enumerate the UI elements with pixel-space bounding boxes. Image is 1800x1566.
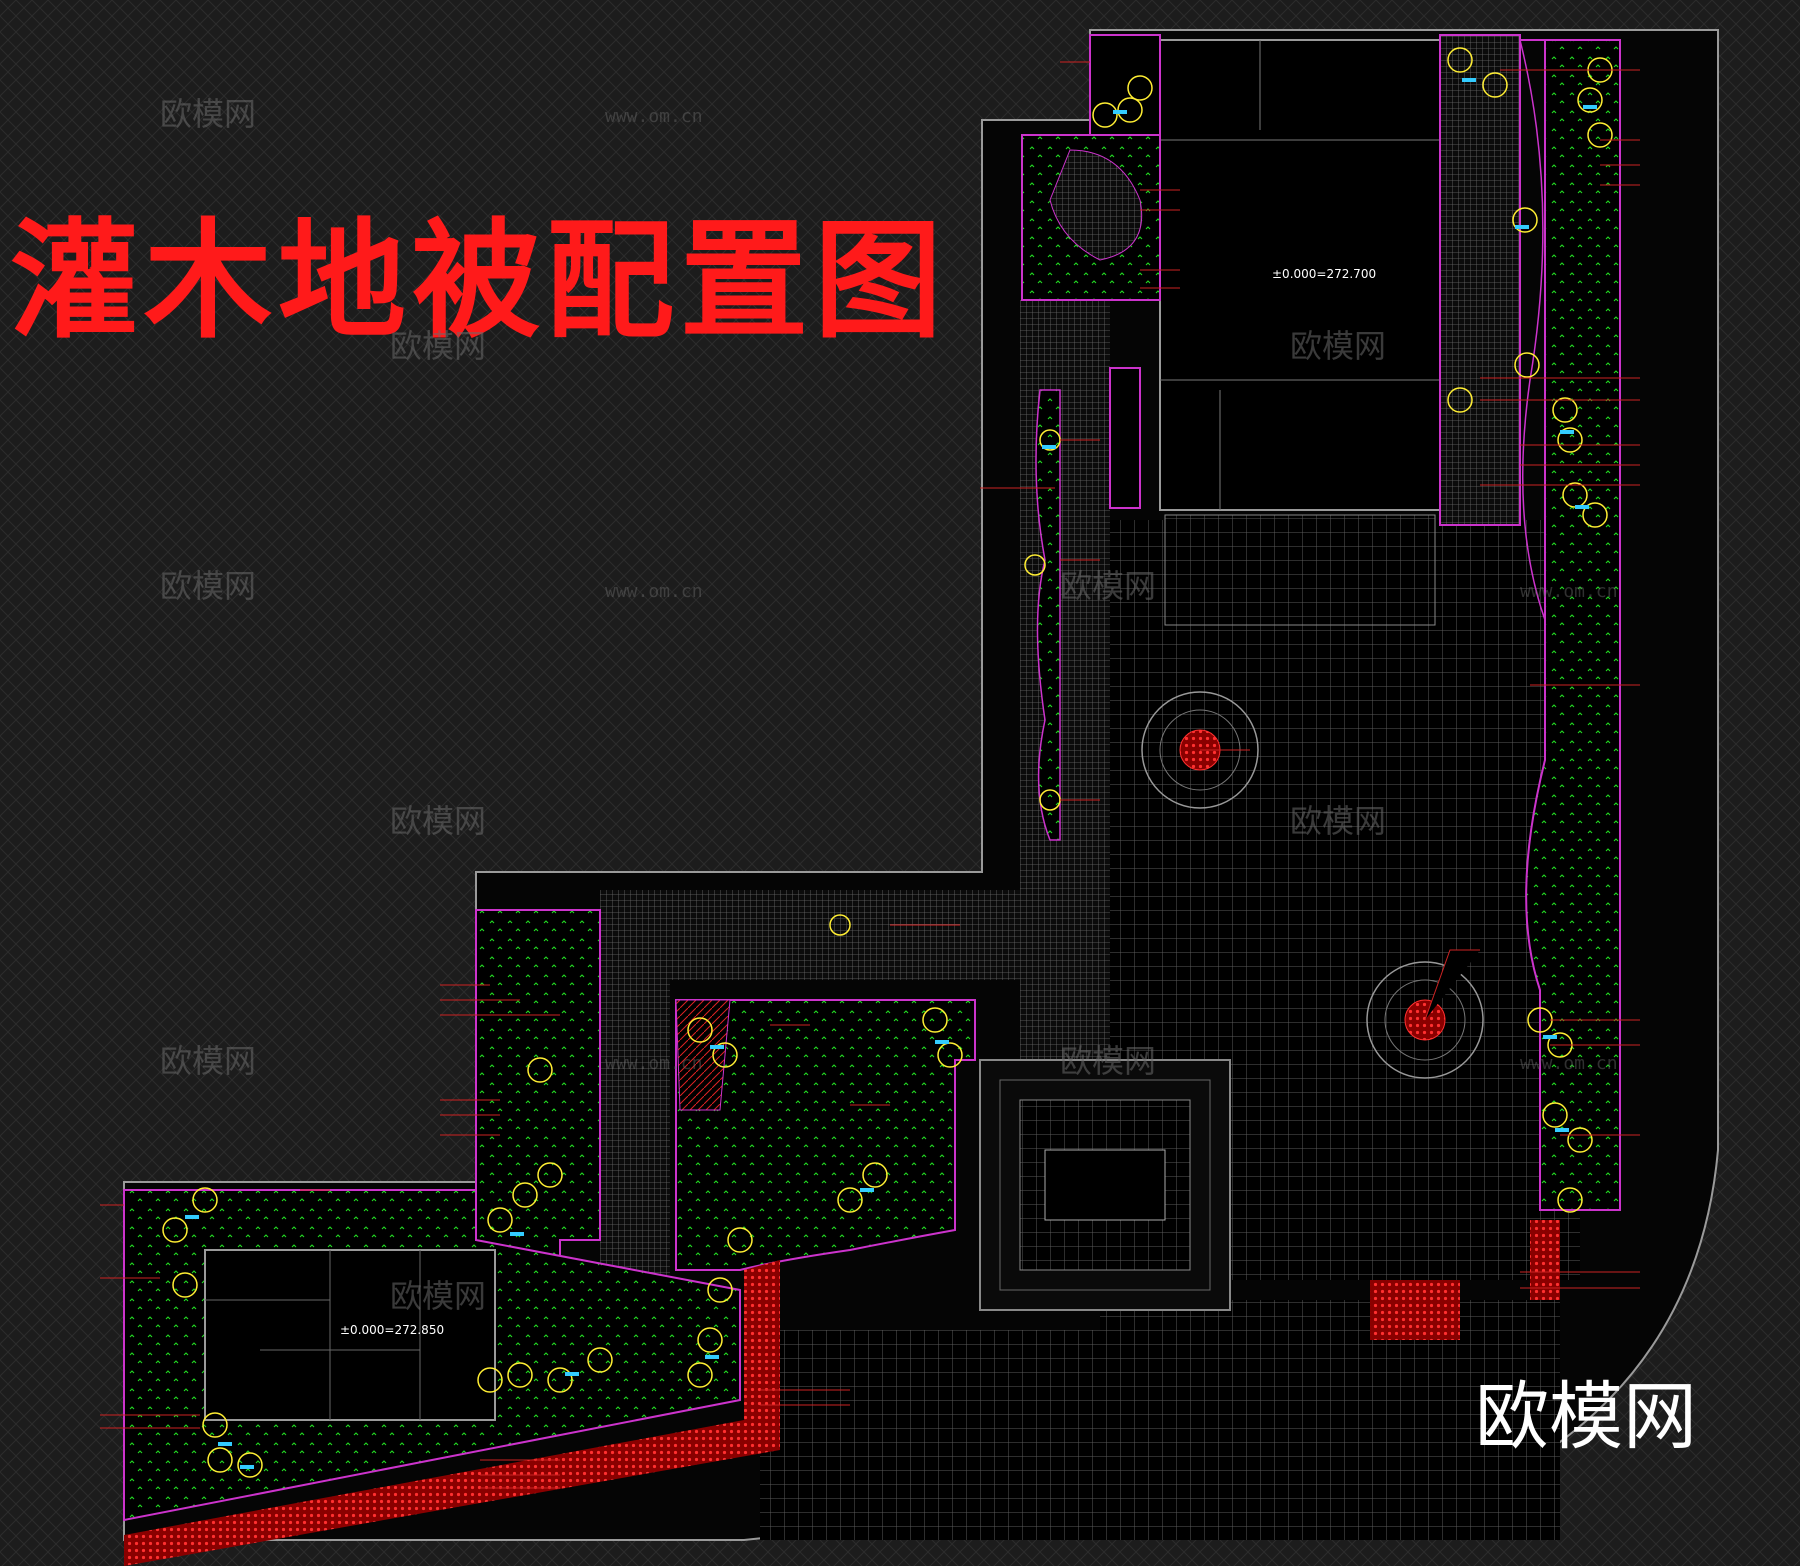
shrub-symbols bbox=[162, 47, 1613, 1478]
watermark-url: www.om.cn bbox=[605, 1053, 703, 1074]
watermark-text: 欧模网 bbox=[390, 802, 487, 840]
watermark-text: 欧模网 bbox=[160, 95, 257, 133]
watermark-text: 欧模网 bbox=[1290, 802, 1387, 840]
brand-logo-watermark: 欧模网 bbox=[1475, 1374, 1697, 1460]
watermark-text: 欧模网 bbox=[390, 1277, 487, 1315]
elevation-west: ±0.000=272.850 bbox=[340, 1323, 445, 1337]
watermark-text: 欧模网 bbox=[160, 567, 257, 605]
leader-lines bbox=[100, 61, 1640, 1489]
watermark-text: 欧模网 bbox=[390, 327, 487, 365]
watermark-url: www.om.cn bbox=[605, 581, 703, 602]
watermark-url: www.om.cn bbox=[1520, 1053, 1618, 1074]
watermark-url: www.om.cn bbox=[605, 106, 703, 127]
watermark-text: 欧模网 bbox=[1060, 1042, 1157, 1080]
drawing-title: 灌木地被配置图 bbox=[10, 207, 949, 356]
elevation-main: ±0.000=272.700 bbox=[1272, 267, 1377, 281]
watermark-text: 欧模网 bbox=[160, 1042, 257, 1080]
watermark-text: 欧模网 bbox=[1060, 567, 1157, 605]
shrub-markers bbox=[185, 78, 1597, 1469]
watermark-url: www.om.cn bbox=[1520, 581, 1618, 602]
watermark-text: 欧模网 bbox=[1290, 327, 1387, 365]
